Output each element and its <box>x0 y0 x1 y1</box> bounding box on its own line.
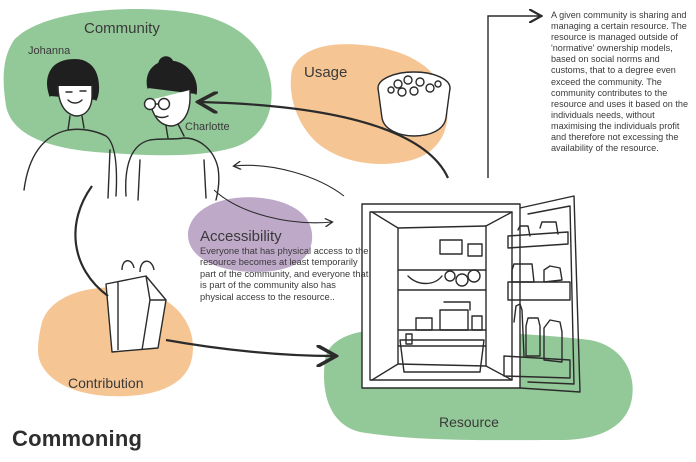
usage-label: Usage <box>304 64 348 81</box>
cycle-arrows <box>74 16 540 356</box>
contribution-label: Contribution <box>68 375 144 391</box>
community-blob <box>3 9 272 156</box>
food-bowl-icon <box>377 71 451 137</box>
resource-label: Resource <box>439 414 499 430</box>
arrow-people-to-fridge <box>213 189 332 223</box>
arrow-fridge-to-description <box>487 16 540 178</box>
shopping-bag-icon <box>105 260 167 353</box>
accessibility-heading: Accessibility <box>200 228 282 245</box>
arrow-people-to-bag <box>74 185 109 297</box>
accessibility-blob <box>187 197 313 272</box>
arrow-bag-to-fridge <box>165 338 334 356</box>
arrow-fridge-to-people <box>200 102 450 179</box>
page-title: Commoning <box>12 426 143 451</box>
commoning-description: A given community is sharing and managin… <box>551 10 689 154</box>
community-label: Community <box>84 20 160 37</box>
arrow-thin-to-people <box>234 165 345 197</box>
fridge-illustration <box>361 195 581 393</box>
accessibility-text: Everyone that has physical access to the… <box>200 246 369 302</box>
person-left-label: Johanna <box>28 45 71 57</box>
people-illustration <box>23 56 220 201</box>
person-right-label: Charlotte <box>185 121 230 133</box>
